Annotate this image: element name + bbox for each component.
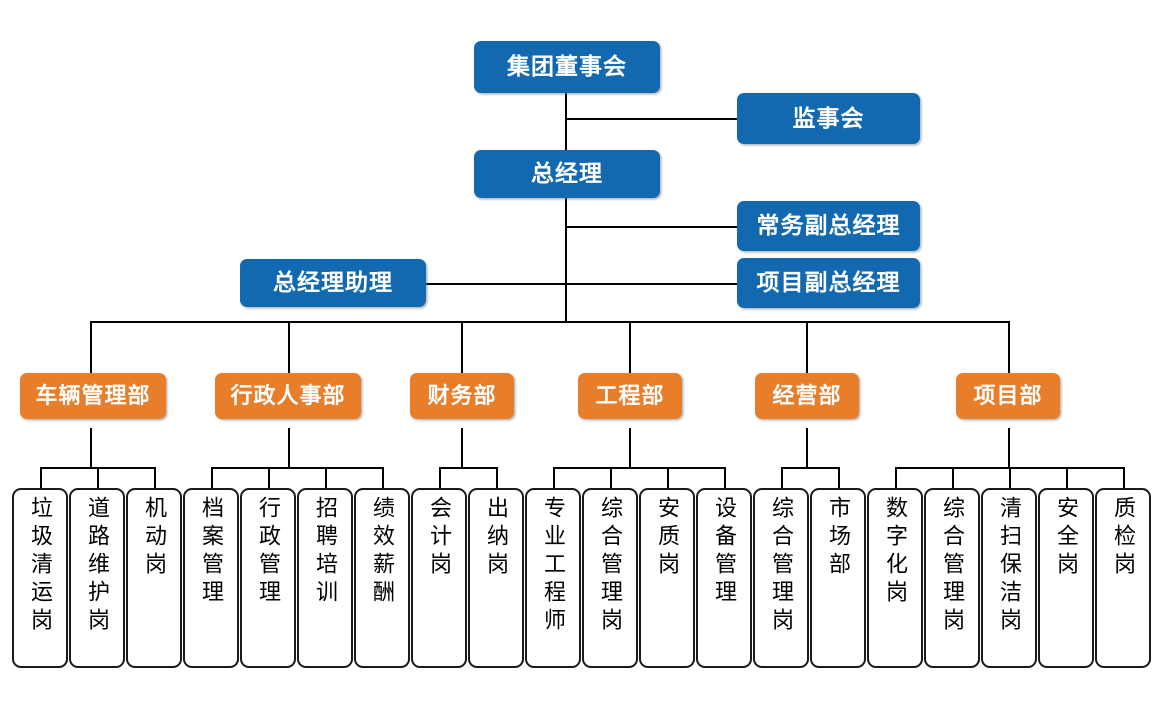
leaf-position-box[interactable]: 数字化岗: [867, 488, 923, 668]
leaf-position-label: 安质岗: [655, 496, 680, 580]
connector-leaf-7: [439, 467, 441, 490]
leaf-position-box[interactable]: 清扫保洁岗: [981, 488, 1037, 668]
connector-leaf-8: [496, 467, 498, 490]
node-department-administration-hr[interactable]: 行政人事部: [215, 373, 361, 419]
leaf-position-label: 垃圾清运岗: [28, 496, 53, 636]
leaf-position-box[interactable]: 质检岗: [1095, 488, 1151, 668]
leaf-position-label: 市场部: [826, 496, 851, 580]
leaf-position-label: 道路维护岗: [85, 496, 110, 636]
connector-bus-drop-finance: [461, 321, 463, 373]
connector-bus-drop-project: [1008, 321, 1010, 373]
connector-bus-drop-engineering: [629, 321, 631, 373]
connector-bus-drop-admin: [288, 321, 290, 373]
connector-operations-bar: [781, 467, 839, 469]
leaf-position-box[interactable]: 安全岗: [1038, 488, 1094, 668]
leaf-position-label: 档案管理: [199, 496, 224, 608]
node-department-engineering[interactable]: 工程部: [578, 373, 682, 419]
node-department-project[interactable]: 项目部: [956, 373, 1060, 419]
leaf-position-box[interactable]: 专业工程师: [525, 488, 581, 668]
connector-leaf-5: [325, 467, 327, 490]
node-department-vehicle-management[interactable]: 车辆管理部: [20, 373, 166, 419]
connector-finance-bar: [439, 467, 497, 469]
leaf-position-box[interactable]: 综合管理岗: [582, 488, 638, 668]
connector-leaf-1: [97, 467, 99, 490]
leaf-position-box[interactable]: 设备管理: [696, 488, 752, 668]
leaf-position-box[interactable]: 招聘培训: [297, 488, 353, 668]
connector-leaf-6: [382, 467, 384, 490]
leaf-position-box[interactable]: 综合管理岗: [753, 488, 809, 668]
connector-vehicle-stem: [90, 428, 92, 467]
node-gm-assistant[interactable]: 总经理助理: [240, 259, 426, 307]
node-project-deputy-gm[interactable]: 项目副总经理: [737, 258, 920, 308]
leaf-position-box[interactable]: 出纳岗: [468, 488, 524, 668]
connector-assistant-to-gm: [374, 283, 566, 285]
leaf-position-label: 绩效薪酬: [370, 496, 395, 608]
connector-department-bus: [90, 321, 1009, 323]
leaf-position-label: 设备管理: [712, 496, 737, 608]
connector-gm-to-exec-deputy: [565, 226, 737, 228]
connector-leaf-16: [952, 467, 954, 490]
connector-leaf-12: [724, 467, 726, 490]
node-department-operations[interactable]: 经营部: [755, 373, 859, 419]
connector-leaf-2: [154, 467, 156, 490]
connector-leaf-14: [838, 467, 840, 490]
connector-bus-drop-vehicle: [90, 321, 92, 373]
leaf-position-box[interactable]: 市场部: [810, 488, 866, 668]
leaf-position-box[interactable]: 行政管理: [240, 488, 296, 668]
node-board[interactable]: 集团董事会: [474, 41, 660, 93]
node-executive-deputy-gm[interactable]: 常务副总经理: [737, 201, 920, 251]
leaf-position-label: 安全岗: [1054, 496, 1079, 580]
leaf-position-box[interactable]: 垃圾清运岗: [12, 488, 68, 668]
leaf-position-box[interactable]: 综合管理岗: [924, 488, 980, 668]
connector-leaf-10: [610, 467, 612, 490]
leaf-position-box[interactable]: 绩效薪酬: [354, 488, 410, 668]
connector-admin-stem: [288, 428, 290, 467]
connector-gm-spine: [565, 198, 567, 322]
leaf-position-label: 会计岗: [427, 496, 452, 580]
connector-bus-drop-operations: [806, 321, 808, 373]
connector-operations-stem: [806, 428, 808, 467]
leaf-position-label: 清扫保洁岗: [997, 496, 1022, 636]
connector-leaf-0: [40, 467, 42, 490]
leaf-position-box[interactable]: 机动岗: [126, 488, 182, 668]
connector-project-stem: [1008, 428, 1010, 467]
connector-engineering-bar: [553, 467, 725, 469]
leaf-position-label: 招聘培训: [313, 496, 338, 608]
connector-finance-stem: [461, 428, 463, 467]
connector-leaf-3: [211, 467, 213, 490]
leaf-position-label: 质检岗: [1111, 496, 1136, 580]
connector-engineering-stem: [629, 428, 631, 467]
leaf-position-box[interactable]: 安质岗: [639, 488, 695, 668]
leaf-position-label: 出纳岗: [484, 496, 509, 580]
connector-leaf-19: [1123, 467, 1125, 490]
leaf-position-label: 综合管理岗: [598, 496, 623, 636]
leaf-position-label: 机动岗: [142, 496, 167, 580]
leaf-position-label: 专业工程师: [541, 496, 566, 636]
node-general-manager[interactable]: 总经理: [474, 150, 660, 198]
leaf-position-label: 综合管理岗: [940, 496, 965, 636]
connector-leaf-13: [781, 467, 783, 490]
leaf-position-label: 数字化岗: [883, 496, 908, 608]
leaf-position-box[interactable]: 道路维护岗: [69, 488, 125, 668]
node-supervisory-board[interactable]: 监事会: [737, 93, 920, 144]
connector-leaf-18: [1066, 467, 1068, 490]
connector-admin-bar: [211, 467, 383, 469]
leaf-position-label: 行政管理: [256, 496, 281, 608]
connector-board-to-gm: [565, 92, 567, 152]
connector-leaf-15: [895, 467, 897, 490]
connector-leaf-17: [1009, 467, 1011, 490]
connector-leaf-11: [667, 467, 669, 490]
leaf-position-box[interactable]: 档案管理: [183, 488, 239, 668]
connector-gm-to-supervisory: [565, 118, 737, 120]
connector-gm-to-project-deputy: [565, 283, 737, 285]
node-department-finance[interactable]: 财务部: [410, 373, 514, 419]
connector-leaf-4: [268, 467, 270, 490]
leaf-position-box[interactable]: 会计岗: [411, 488, 467, 668]
leaf-position-label: 综合管理岗: [769, 496, 794, 636]
connector-leaf-9: [553, 467, 555, 490]
